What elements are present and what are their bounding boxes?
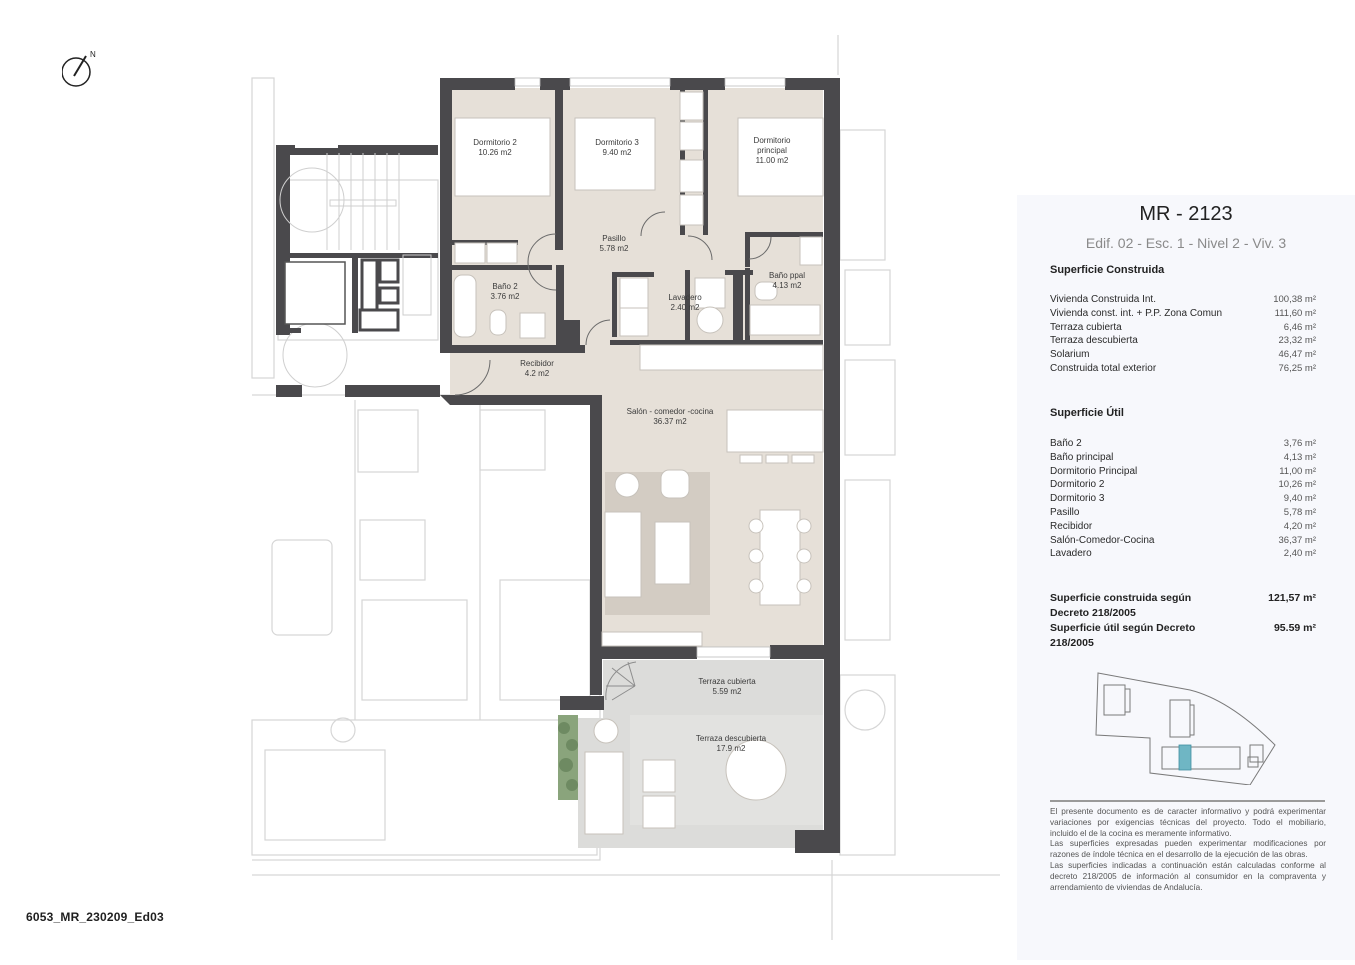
construida-table: Vivienda Construida Int.100,38 m² Vivien… [1050, 293, 1316, 376]
section-heading-util: Superficie Útil [1050, 407, 1124, 419]
floor-plan-drawing [251, 35, 1000, 940]
north-label: N [90, 50, 96, 59]
unit-info-panel: MR - 2123 Edif. 02 - Esc. 1 - Nivel 2 - … [1017, 195, 1355, 960]
table-row: Vivienda Construida Int.100,38 m² [1050, 294, 1316, 305]
unit-title: MR - 2123 [1139, 203, 1233, 225]
windows [514, 77, 786, 658]
furniture [453, 91, 824, 835]
disclaimer-text: El presente documento es de caracter inf… [1050, 807, 1326, 892]
divider [1050, 800, 1325, 802]
unit-highlight [1178, 744, 1192, 771]
neighbour-units [251, 35, 1000, 940]
exterior-walls [440, 78, 840, 853]
unit-subtitle: Edif. 02 - Esc. 1 - Nivel 2 - Viv. 3 [1085, 235, 1287, 251]
door-swings [454, 211, 772, 396]
site-location-map [1090, 665, 1290, 786]
north-compass-icon: N [61, 48, 98, 88]
section-heading-construida: Superficie Construida [1050, 264, 1165, 276]
spiral-stair [605, 661, 637, 701]
apartment-floor [450, 88, 823, 655]
stair-core [276, 145, 440, 397]
total-construida: Superficie construida según Decreto 218/… [1050, 592, 1316, 619]
planter [558, 715, 578, 800]
document-code: 6053_MR_230209_Ed03 [26, 910, 164, 924]
